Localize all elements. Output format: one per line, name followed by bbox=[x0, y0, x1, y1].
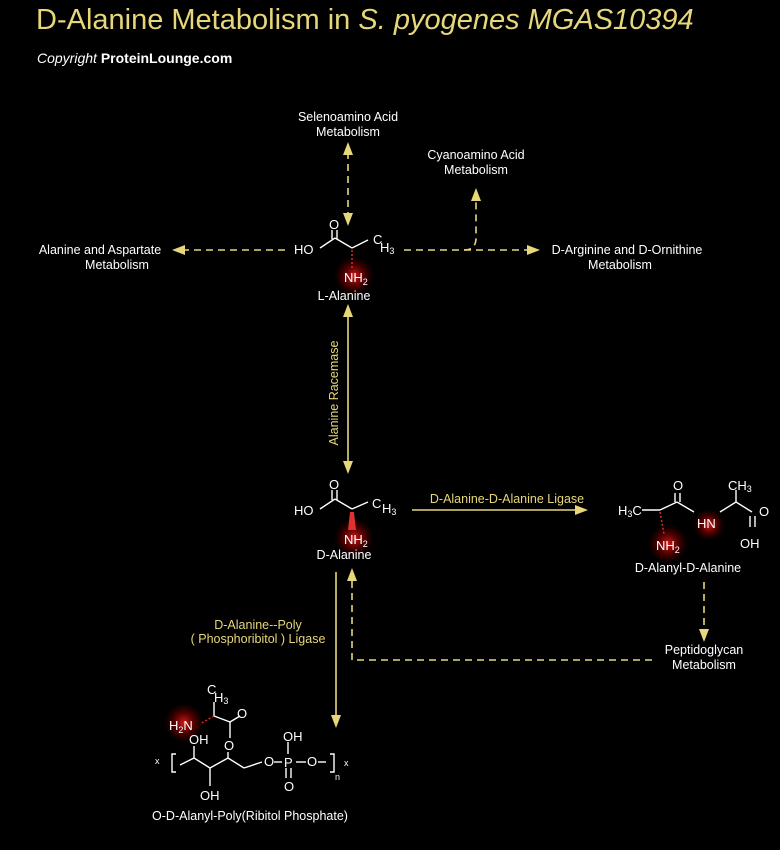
copyright-site: ProteinLounge.com bbox=[100, 50, 233, 66]
label-d-alanyl-d-alanine: D-Alanyl-D-Alanine bbox=[635, 561, 741, 575]
enzyme-alanine-racemase[interactable]: Alanine Racemase bbox=[327, 340, 341, 445]
enzyme-poly-ligase-line1[interactable]: D-Alanine--Poly bbox=[214, 618, 302, 632]
pathway-alanine-aspartate-line1[interactable]: Alanine and Aspartate bbox=[39, 243, 161, 257]
pathway-selenoamino-line2[interactable]: Metabolism bbox=[316, 125, 380, 139]
arrowhead-left bbox=[172, 245, 185, 255]
atom-ho: HO bbox=[294, 503, 314, 518]
atom-o: O bbox=[264, 754, 274, 769]
enzyme-poly-ligase-line2[interactable]: ( Phosphoribitol ) Ligase bbox=[191, 632, 326, 646]
label-d-alanine: D-Alanine bbox=[317, 548, 372, 562]
arrowhead-down bbox=[343, 213, 353, 226]
atom-oh: OH bbox=[740, 536, 760, 551]
atom-x: x bbox=[344, 758, 349, 768]
atom-c: C bbox=[207, 682, 216, 697]
atom-ho: HO bbox=[294, 242, 314, 257]
atom-oh: OH bbox=[200, 788, 220, 803]
enzyme-labels: Alanine Racemase D-Alanine-D-Alanine Lig… bbox=[191, 340, 585, 646]
arrow-cyanoamino bbox=[463, 200, 477, 251]
atom-nh2: NH2 bbox=[656, 538, 680, 555]
d-alanine-structure: O HO C H3 NH2 D-Alanine bbox=[294, 477, 396, 562]
pathway-peptidoglycan-line1[interactable]: Peptidoglycan bbox=[665, 643, 744, 657]
copyright-prefix: Copyright bbox=[37, 50, 97, 66]
arrowhead-down-racemase bbox=[343, 461, 353, 474]
label-l-alanine: L-Alanine bbox=[318, 289, 371, 303]
amine-glow bbox=[334, 518, 374, 558]
atom-c: C bbox=[373, 232, 382, 247]
pathway-arginine-ornithine-line2[interactable]: Metabolism bbox=[588, 258, 652, 272]
arrowhead-up-cyano bbox=[471, 188, 481, 201]
atom-nh2: NH2 bbox=[344, 270, 368, 287]
pathway-cyanoamino-line1[interactable]: Cyanoamino Acid bbox=[427, 148, 524, 162]
copyright: Copyright ProteinLounge.com bbox=[37, 50, 232, 66]
arrowhead-up-racemase bbox=[343, 304, 353, 317]
amine-glow bbox=[334, 256, 374, 296]
poly-ribitol-structure: C H3 H2N O OH O O OH P O O OH x x n O-D-… bbox=[152, 682, 349, 823]
amine-glow bbox=[648, 524, 688, 564]
pathway-peptidoglycan-line2[interactable]: Metabolism bbox=[672, 658, 736, 672]
atom-n: n bbox=[335, 772, 340, 782]
arrowhead-down-poly bbox=[331, 715, 341, 728]
pathway-arginine-ornithine-line1[interactable]: D-Arginine and D-Ornithine bbox=[552, 243, 703, 257]
atom-h: H3 bbox=[382, 501, 396, 517]
atom-o: O bbox=[673, 478, 683, 493]
atom-h2n: H2N bbox=[169, 718, 193, 735]
atom-hn: HN bbox=[697, 516, 716, 531]
atom-o: O bbox=[224, 738, 234, 753]
atom-o: O bbox=[284, 779, 294, 794]
amide-glow bbox=[693, 509, 725, 541]
atom-h: H3 bbox=[380, 240, 394, 256]
arrowhead-right-ddl bbox=[575, 505, 588, 515]
atom-oh: OH bbox=[189, 732, 209, 747]
atom-o: O bbox=[759, 504, 769, 519]
arrows bbox=[172, 142, 709, 728]
atom-h3c: H3C bbox=[618, 503, 642, 519]
atom-p: P bbox=[284, 755, 293, 770]
l-alanine-structure: O HO C H3 NH2 L-Alanine bbox=[294, 217, 394, 303]
pathway-alanine-aspartate-line2[interactable]: Metabolism bbox=[85, 258, 149, 272]
arrow-return-dalanine bbox=[351, 580, 652, 661]
title-organism: S. pyogenes MGAS10394 bbox=[358, 4, 694, 36]
d-alanyl-d-alanine-structure: O H3C HN CH3 O OH NH2 D-Alanyl-D-Alanine bbox=[618, 478, 769, 575]
atom-ch3: CH3 bbox=[728, 478, 752, 494]
arrowhead-down-pg bbox=[699, 629, 709, 642]
amine-glow bbox=[164, 703, 204, 743]
atom-o: O bbox=[237, 706, 247, 721]
arrowhead-up-return bbox=[347, 568, 357, 581]
atom-o: O bbox=[329, 217, 339, 232]
label-poly-ribitol: O-D-Alanyl-Poly(Ribitol Phosphate) bbox=[152, 809, 348, 823]
atom-nh2: NH2 bbox=[344, 532, 368, 549]
pathway-selenoamino-line1[interactable]: Selenoamino Acid bbox=[298, 110, 398, 124]
atom-o: O bbox=[307, 754, 317, 769]
atom-oh: OH bbox=[283, 729, 303, 744]
atom-h3: H3 bbox=[214, 690, 228, 706]
atom-x: x bbox=[155, 756, 160, 766]
atom-o: O bbox=[329, 477, 339, 492]
page-title: D-Alanine Metabolism in S. pyogenes MGAS… bbox=[36, 4, 694, 37]
atom-c: C bbox=[372, 496, 381, 511]
enzyme-ddl[interactable]: D-Alanine-D-Alanine Ligase bbox=[430, 492, 584, 506]
pathway-labels: Selenoamino Acid Metabolism Cyanoamino A… bbox=[39, 110, 743, 672]
arrowhead-right bbox=[527, 245, 540, 255]
title-prefix: D-Alanine Metabolism in bbox=[36, 4, 359, 36]
pathway-cyanoamino-line2[interactable]: Metabolism bbox=[444, 163, 508, 177]
arrowhead-up bbox=[343, 142, 353, 155]
